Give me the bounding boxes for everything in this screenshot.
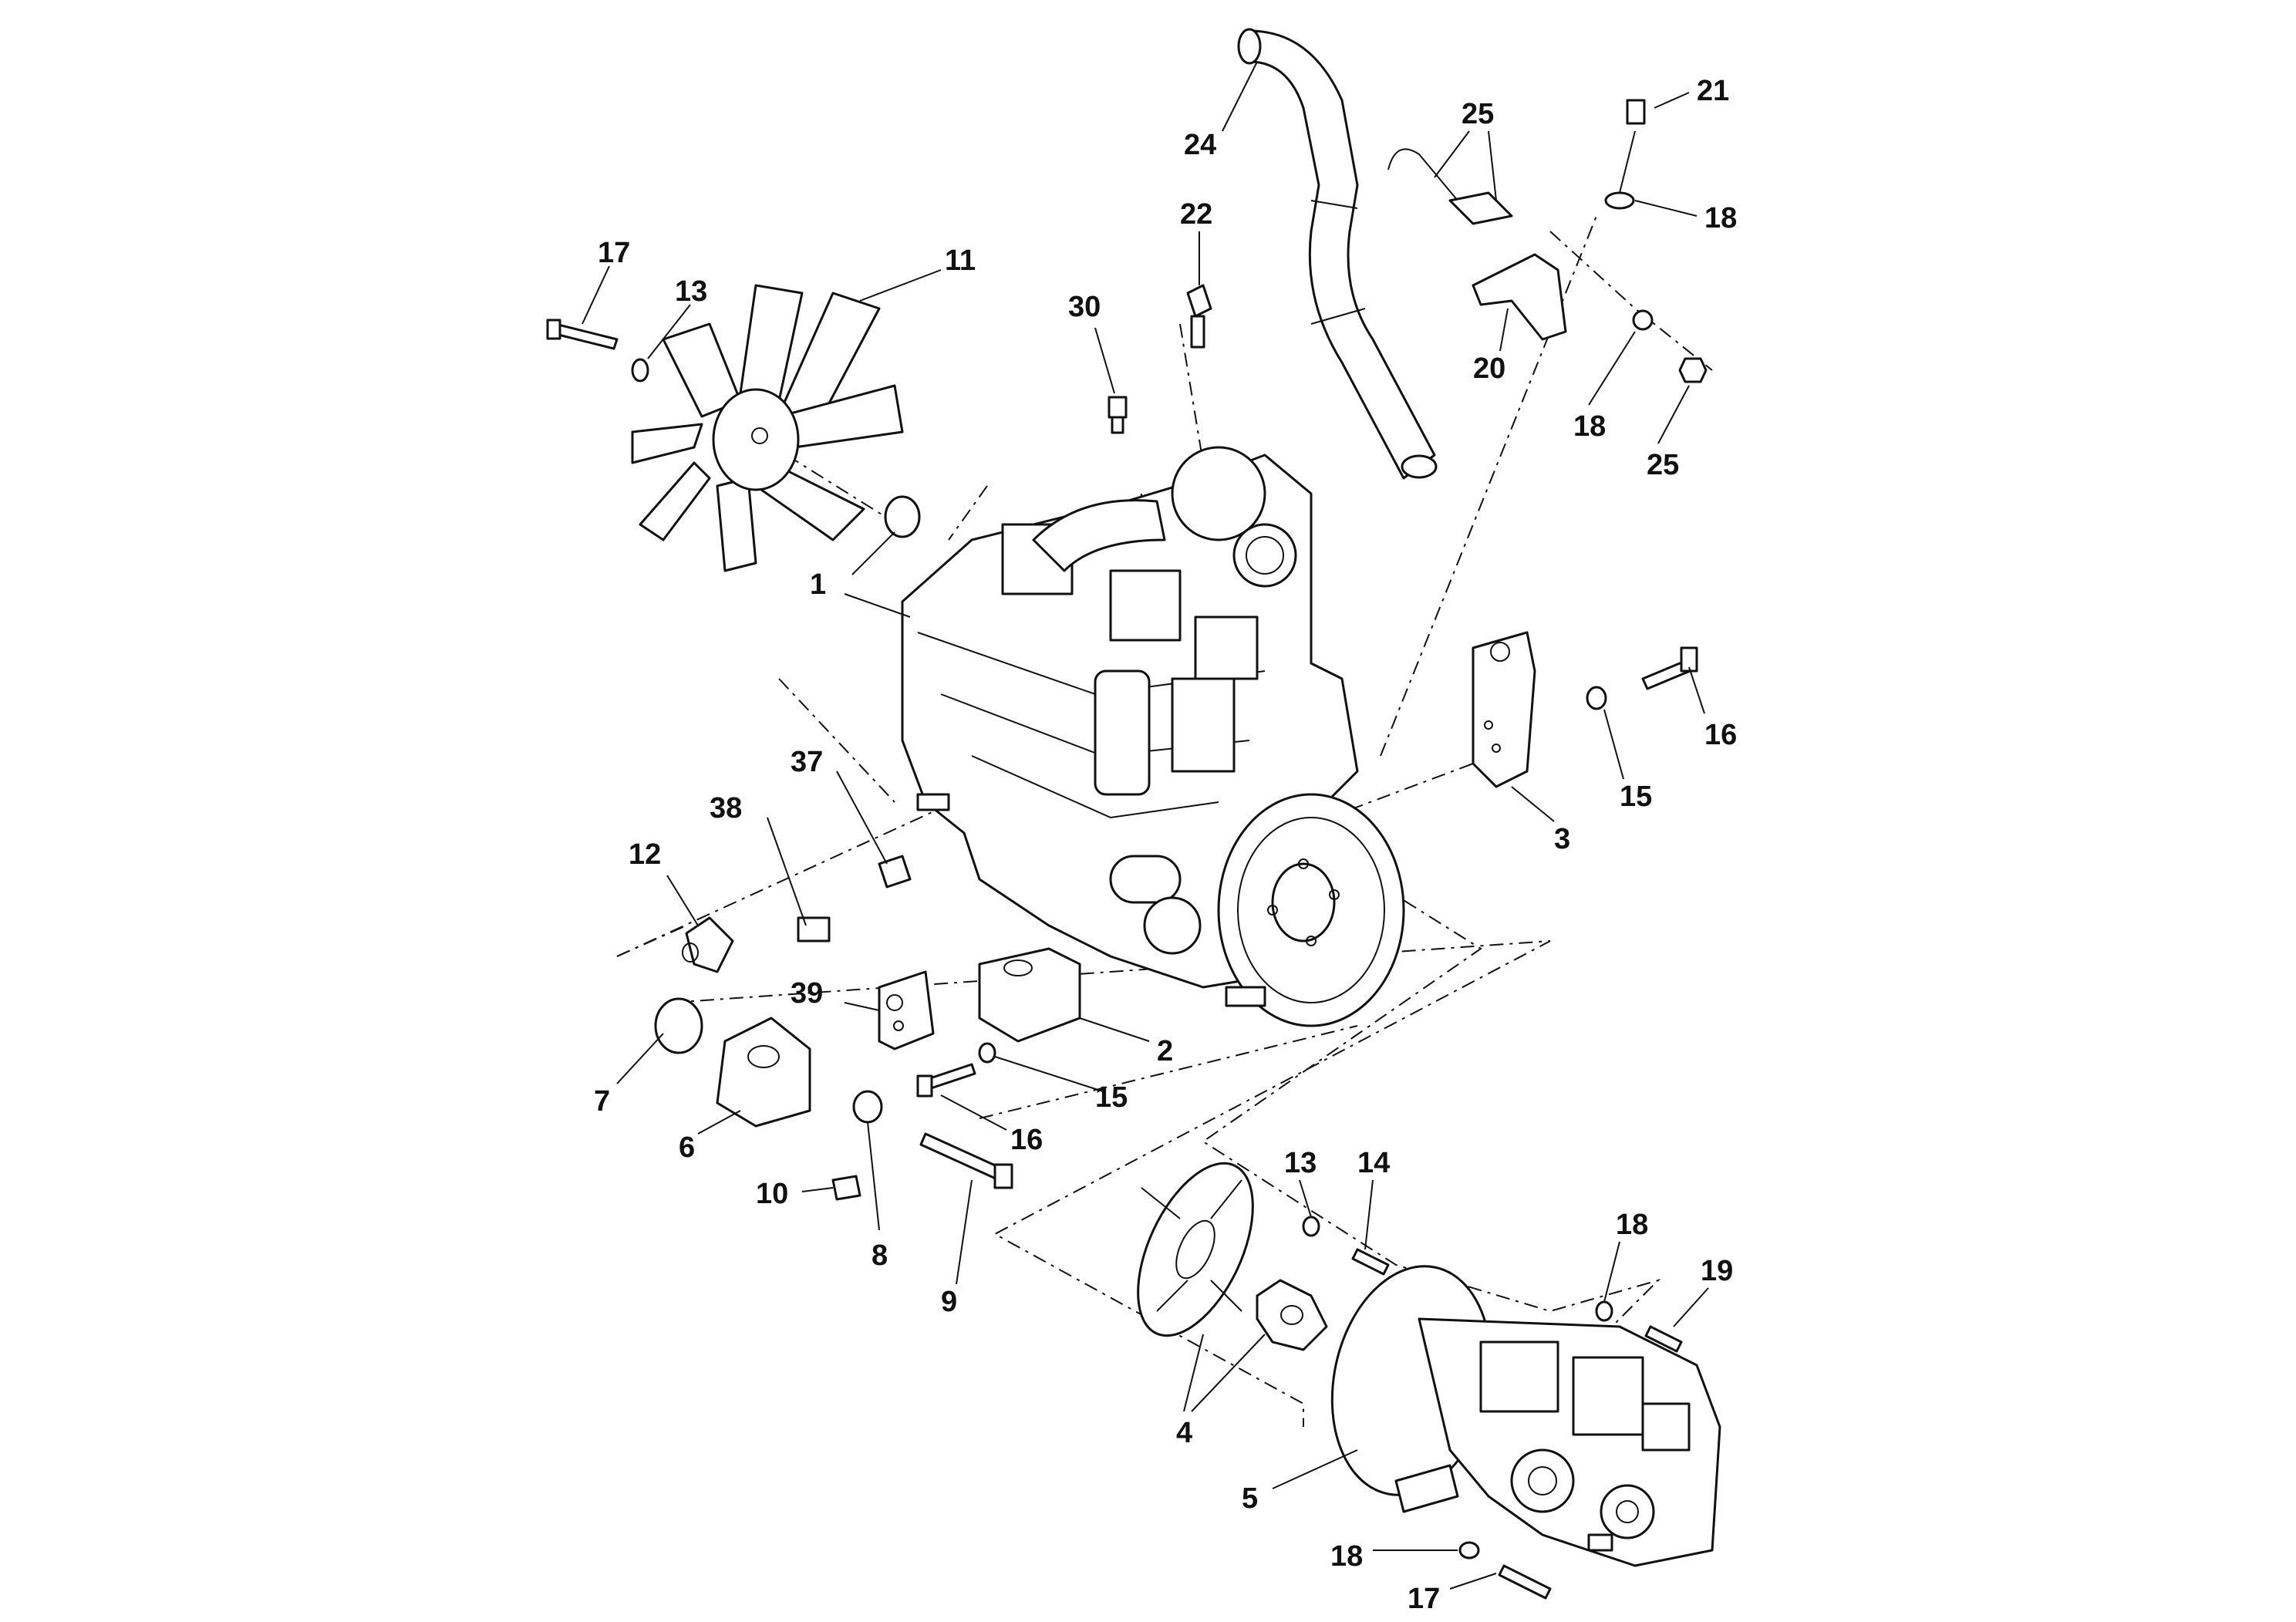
callout-14: 14 [1357,1147,1390,1179]
callout-15: 15 [1620,781,1652,813]
callout-1: 1 [810,568,826,601]
leader-lines [582,61,1709,1590]
fan-bolt-washer [546,319,649,383]
callout-25: 25 [1462,98,1494,130]
callout-22: 22 [1180,198,1212,231]
callout-3: 3 [1554,823,1570,855]
callout-16: 16 [1010,1124,1043,1156]
callout-37: 37 [791,746,823,778]
coupling-parts [1137,1162,1390,1351]
callout-13: 13 [675,275,707,308]
callout-5: 5 [1242,1482,1258,1515]
callout-7: 7 [594,1085,610,1118]
hydraulic-pump [1330,1265,1721,1567]
clamp-bracket-parts [1387,99,1708,383]
right-mount-parts [1472,631,1698,788]
callout-25: 25 [1647,449,1679,481]
fan-part [631,284,921,572]
engine-mount-brackets [878,947,1081,1098]
callout-16: 16 [1704,719,1737,751]
callout-4: 4 [1176,1417,1192,1449]
callout-17: 17 [598,237,630,269]
callout-8: 8 [872,1239,888,1272]
pump-fasteners [1458,1300,1683,1600]
callout-39: 39 [791,977,823,1010]
callout-24: 24 [1184,129,1216,161]
sensor-37-38 [797,855,912,943]
callout-21: 21 [1697,75,1729,107]
callout-11: 11 [945,244,976,277]
callout-9: 9 [941,1286,957,1318]
sensor-and-bolt [1108,284,1212,434]
callout-2: 2 [1157,1035,1173,1067]
callout-20: 20 [1473,352,1505,385]
callout-17: 17 [1408,1583,1440,1615]
callout-30: 30 [1068,291,1101,323]
callout-19: 19 [1701,1255,1733,1287]
callout-18: 18 [1616,1209,1648,1241]
left-mount-parts [654,916,1013,1201]
callout-12: 12 [629,838,661,871]
engine-block [901,446,1405,1027]
exhaust-pipe [1237,28,1438,480]
callout-18: 18 [1573,410,1606,443]
callout-38: 38 [710,792,742,824]
callout-18: 18 [1704,202,1737,234]
callout-15: 15 [1095,1081,1128,1114]
callout-10: 10 [756,1178,788,1210]
callout-labels: 24 25 21 18 22 17 11 13 30 20 18 25 1 16… [594,75,1737,1615]
callout-13: 13 [1284,1147,1317,1179]
callout-18: 18 [1330,1540,1363,1573]
callout-6: 6 [679,1131,695,1164]
